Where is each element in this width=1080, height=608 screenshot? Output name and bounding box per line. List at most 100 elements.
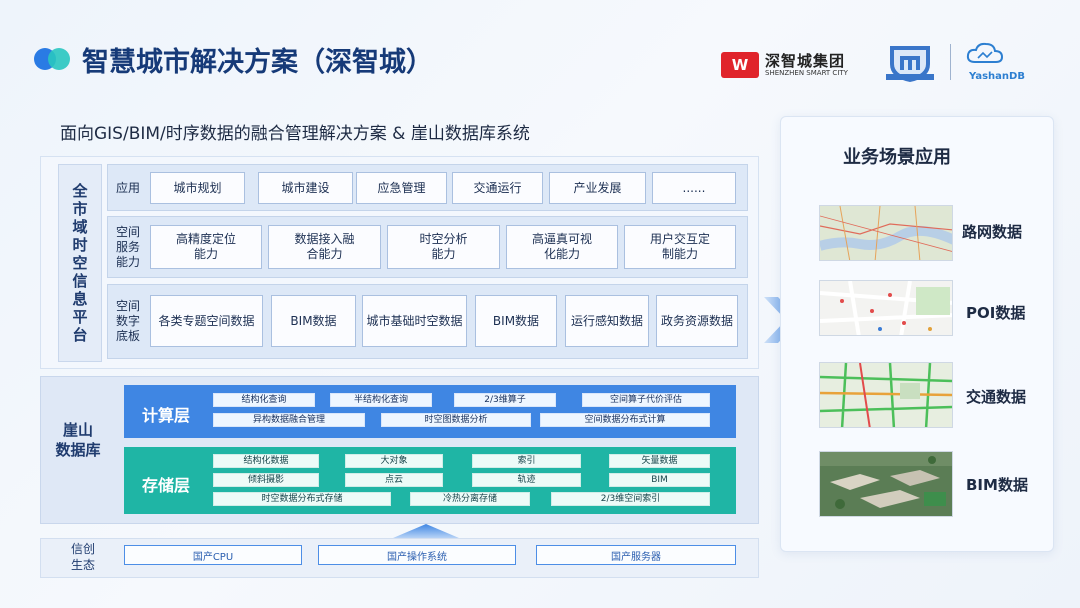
university-crest-icon: [886, 46, 934, 82]
app-cell: 城市建设: [258, 172, 353, 204]
service-row-label-line: 服务: [115, 239, 140, 254]
service-cell-line: 化能力: [543, 247, 580, 261]
platform-label: 全 市 域 时 空 信 息 平 台: [58, 164, 102, 362]
scenes-title: 业务场景应用: [843, 147, 951, 168]
platform-label-char: 全: [72, 182, 88, 200]
compute-chip: 空间数据分布式计算: [540, 413, 710, 427]
bim-scene-icon: [820, 452, 952, 516]
storage-chip: 倾斜摄影: [213, 473, 319, 487]
xinchuang-label-line: 信创: [70, 542, 95, 556]
base-row-label-line: 空间: [115, 298, 140, 313]
base-row-label: 空间 数字 底板: [109, 296, 147, 346]
xinchuang-label-line: 生态: [70, 558, 95, 572]
storage-chip: 点云: [345, 473, 443, 487]
database-label: 崖山 数据库: [48, 420, 108, 460]
base-cell: 政务资源数据: [656, 295, 738, 347]
logo-dots-icon: [34, 48, 74, 72]
storage-chip: 2/3维空间索引: [551, 492, 710, 506]
platform-label-char: 信: [72, 272, 88, 290]
service-cell: 高逼真可视化能力: [506, 225, 618, 269]
traffic-map-icon: [820, 363, 952, 427]
scene-label: 路网数据: [962, 223, 1023, 241]
service-cell: 高精度定位能力: [150, 225, 262, 269]
scene-label: BIM数据: [966, 476, 1028, 494]
service-cell-line: 能力: [193, 247, 218, 261]
app-cell: 城市规划: [150, 172, 245, 204]
scene-label: POI数据: [966, 304, 1026, 322]
platform-label-char: 时: [72, 236, 88, 254]
service-cell-line: 能力: [431, 247, 456, 261]
service-cell-line: 合能力: [306, 247, 343, 261]
service-row-label: 空间 服务 能力: [109, 222, 147, 272]
base-row-label-line: 数字: [115, 313, 140, 328]
service-cell-line: 高逼真可视: [531, 232, 592, 246]
service-cell: 数据接入融合能力: [268, 225, 381, 269]
storage-chip: 大对象: [345, 454, 443, 468]
compute-layer-title: 计算层: [142, 406, 191, 425]
page-subtitle: 面向GIS/BIM/时序数据的融合管理解决方案 & 崖山数据库系统: [60, 124, 530, 144]
bim-thumbnail: [819, 451, 953, 517]
storage-chip: 冷热分离存储: [410, 492, 530, 506]
brand-en: SHENZHEN SMART CITY: [765, 68, 848, 77]
app-cell: ......: [652, 172, 736, 204]
xinchuang-cell: 国产服务器: [536, 545, 736, 565]
brand-cn: 深智城集团: [765, 51, 846, 70]
platform-label-char: 台: [72, 326, 88, 344]
xinchuang-cell: 国产CPU: [124, 545, 302, 565]
poi-map-icon: [820, 281, 952, 335]
brand-divider: [950, 44, 951, 80]
service-cell: 用户交互定制能力: [624, 225, 736, 269]
application-row-label: 应用: [115, 180, 140, 195]
service-row-label-line: 能力: [115, 254, 140, 269]
database-label-line: 数据库: [55, 441, 101, 459]
service-cell-line: 用户交互定: [649, 232, 710, 246]
yashan-name: YashanDB: [969, 71, 1025, 82]
base-cell: 运行感知数据: [565, 295, 649, 347]
cloud-icon: [966, 42, 1004, 63]
storage-chip: 时空数据分布式存储: [213, 492, 391, 506]
app-cell: 应急管理: [356, 172, 447, 204]
storage-chip: 轨迹: [472, 473, 581, 487]
xinchuang-label: 信创 生态: [58, 541, 108, 573]
compute-chip: 异构数据融合管理: [213, 413, 365, 427]
up-arrow-icon: [393, 524, 459, 538]
base-row-label-line: 底板: [115, 328, 140, 343]
compute-chip: 结构化查询: [213, 393, 315, 407]
platform-label-char: 息: [72, 290, 88, 308]
road-map-icon: [820, 206, 952, 260]
compute-chip: 半结构化查询: [330, 393, 432, 407]
compute-chip: 时空图数据分析: [381, 413, 531, 427]
base-cell: 各类专题空间数据: [150, 295, 263, 347]
traffic-thumbnail: [819, 362, 953, 428]
platform-label-char: 域: [72, 218, 88, 236]
service-cell-line: 数据接入融: [294, 232, 355, 246]
service-cell: 时空分析能力: [387, 225, 500, 269]
storage-chip: 索引: [472, 454, 581, 468]
service-cell-line: 高精度定位: [175, 232, 236, 246]
base-cell: BIM数据: [475, 295, 557, 347]
platform-label-char: 空: [72, 254, 88, 272]
yashandb-logo: YashanDB: [965, 40, 1029, 84]
poi-thumbnail: [819, 280, 953, 336]
storage-chip: 结构化数据: [213, 454, 319, 468]
szc-mark-icon: W: [721, 52, 759, 78]
base-cell: 城市基础时空数据: [362, 295, 467, 347]
service-cell-line: 制能力: [661, 247, 698, 261]
page-title: 智慧城市解决方案（深智城）: [82, 47, 433, 78]
database-label-line: 崖山: [62, 421, 93, 439]
compute-chip: 2/3维算子: [454, 393, 556, 407]
storage-layer-title: 存储层: [142, 476, 191, 495]
road-network-thumbnail: [819, 205, 953, 261]
service-cell-line: 时空分析: [419, 232, 468, 246]
storage-chip: BIM: [609, 473, 710, 487]
xinchuang-cell: 国产操作系统: [318, 545, 516, 565]
shenzhen-smart-city-logo: W 深智城集团 SHENZHEN SMART CITY: [721, 50, 848, 80]
service-row-label-line: 空间: [115, 224, 140, 239]
platform-label-char: 市: [72, 200, 88, 218]
storage-chip: 矢量数据: [609, 454, 710, 468]
app-cell: 交通运行: [452, 172, 543, 204]
scene-label: 交通数据: [966, 388, 1027, 406]
platform-label-char: 平: [72, 308, 88, 326]
compute-chip: 空间算子代价评估: [582, 393, 710, 407]
base-cell: BIM数据: [271, 295, 356, 347]
